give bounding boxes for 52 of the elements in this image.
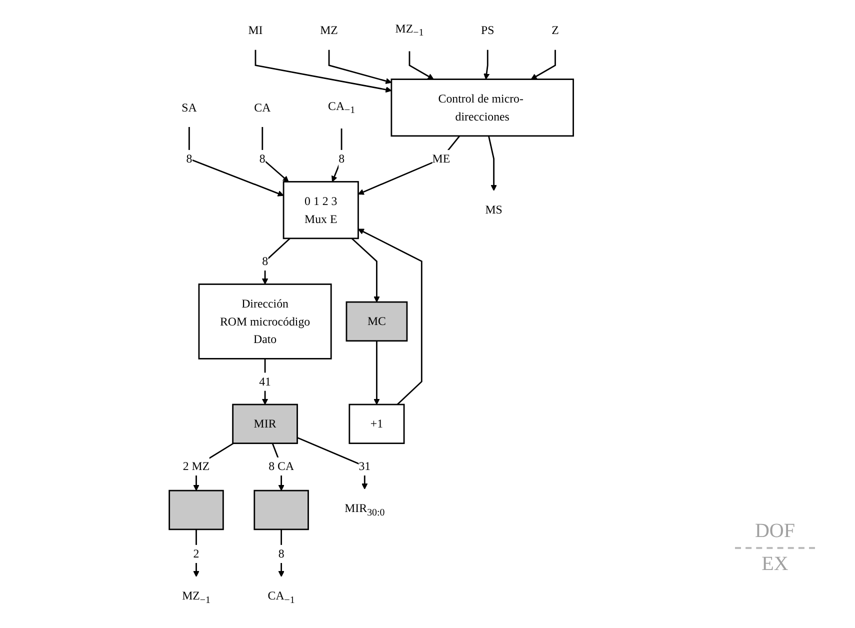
node-text: MS [484, 203, 502, 217]
arrow [373, 340, 380, 405]
arrow [488, 136, 497, 191]
edge-label: 2 [193, 546, 199, 560]
node-text: SA [181, 100, 197, 114]
arrow [261, 127, 289, 182]
node-box [346, 301, 408, 342]
arrow [530, 50, 556, 80]
edge-label: 8 [278, 546, 284, 560]
arrow [351, 238, 380, 302]
edge-label: 8 [186, 152, 192, 166]
arrow [483, 50, 490, 80]
arrow [262, 358, 268, 405]
arrow [358, 228, 422, 406]
edge-label: 31 [358, 459, 370, 473]
arrow [192, 529, 200, 577]
edge-label: 8 [338, 152, 344, 166]
arrow [262, 238, 290, 284]
node-text: MI [248, 24, 263, 37]
node-text: MZ$_{−1}$ [395, 22, 424, 39]
block-diagram: 8 8 8 ME 8 41 2 MZ 8 CA 31 2 8 MI MZ MZ$_{−1}$ PS Z SA CA CA$_{−1}$ Control de micro- direcciones 0 1 2 3 Mux E MS Dirección ROM microcódigo Dato MC MIR +1 MIR$_{30:0}$ MZ$_{−1}$ CA$_{−1}$ [154, 4, 586, 624]
stage-label: EX [760, 553, 790, 576]
edge-label: 41 [258, 374, 271, 388]
node-text: MIR$_{30:0}$ [344, 502, 384, 518]
arrow [188, 127, 284, 196]
node-text: CA$_{−1}$ [268, 589, 295, 606]
arrow [358, 136, 460, 195]
arrow [328, 50, 392, 84]
edge-label: 8 CA [268, 459, 294, 473]
edge-label: ME [432, 152, 450, 166]
stage-label: DOF [754, 520, 796, 543]
node-box [390, 78, 574, 137]
node-text: MZ$_{−1}$ [182, 589, 210, 606]
node-box [253, 490, 309, 530]
node-box [168, 490, 224, 530]
node-text: CA$_{−1}$ [328, 99, 355, 116]
arrow [278, 529, 284, 577]
node-text: PS [480, 24, 494, 37]
arrow [331, 128, 342, 182]
node-text: Z [551, 24, 559, 37]
arrow [254, 50, 392, 93]
arrow [408, 51, 434, 80]
arrow [296, 436, 368, 490]
edge-label: 2 MZ [182, 459, 210, 473]
node-box [348, 404, 404, 444]
node-box [198, 284, 332, 360]
node-text: MZ [320, 24, 338, 37]
node-box [282, 181, 359, 240]
node-text: CA [254, 100, 270, 114]
edge-label: 8 [259, 152, 266, 166]
node-box [232, 404, 298, 444]
edge-label: 8 [262, 254, 268, 268]
